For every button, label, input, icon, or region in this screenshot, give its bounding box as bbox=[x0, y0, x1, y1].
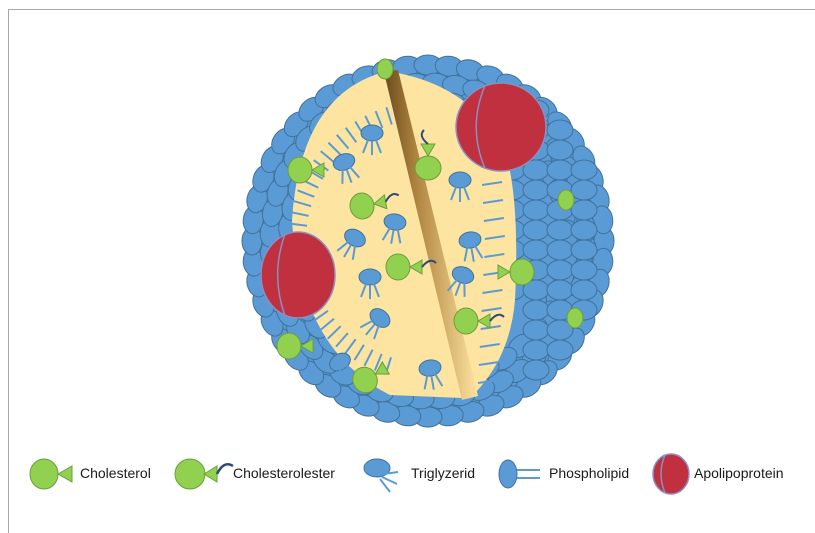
triglyceride-icon bbox=[364, 459, 398, 492]
legend-label-triglyzerid: Triglyzerid bbox=[411, 464, 475, 482]
phospholipid-head bbox=[547, 260, 573, 280]
legend-label-cholesterolester: Cholesterolester bbox=[233, 464, 335, 482]
phospholipid-head bbox=[523, 300, 549, 320]
apolipoprotein-icon bbox=[653, 454, 689, 494]
phospholipid-head bbox=[571, 180, 597, 200]
phospholipid-head bbox=[547, 280, 573, 300]
phospholipid-head bbox=[523, 240, 549, 260]
phospholipid-head bbox=[547, 340, 573, 360]
surface-cholesterol bbox=[567, 308, 583, 328]
phospholipid-head bbox=[547, 160, 573, 180]
phospholipid-head bbox=[523, 180, 549, 200]
phospholipid-head bbox=[523, 200, 549, 220]
phospholipid-head bbox=[571, 220, 597, 240]
legend-label-phospholipid: Phospholipid bbox=[549, 464, 629, 482]
phospholipid-head bbox=[547, 120, 573, 140]
apolipoprotein-top-right bbox=[456, 83, 546, 171]
phospholipid-head bbox=[571, 240, 597, 260]
surface-cholesterol bbox=[377, 59, 393, 79]
legend-label-apolipoprotein: Apolipoprotein bbox=[694, 464, 784, 482]
phospholipid-head bbox=[547, 220, 573, 240]
phospholipid-head bbox=[523, 360, 549, 380]
phospholipid-head bbox=[571, 280, 597, 300]
phospholipid-head bbox=[523, 320, 549, 340]
cholesterol-icon bbox=[30, 459, 72, 489]
phospholipid-head bbox=[523, 220, 549, 240]
phospholipid-head bbox=[547, 140, 573, 160]
legend-label-cholesterol: Cholesterol bbox=[80, 464, 151, 482]
apolipoprotein-left bbox=[261, 232, 335, 318]
phospholipid-icon bbox=[499, 460, 540, 488]
phospholipid-head bbox=[571, 160, 597, 180]
surface-cholesterol bbox=[558, 190, 574, 210]
phospholipid-head bbox=[547, 240, 573, 260]
phospholipid-head bbox=[571, 260, 597, 280]
cholesterolester-icon bbox=[175, 459, 233, 489]
phospholipid-head bbox=[523, 340, 549, 360]
phospholipid-head bbox=[571, 200, 597, 220]
